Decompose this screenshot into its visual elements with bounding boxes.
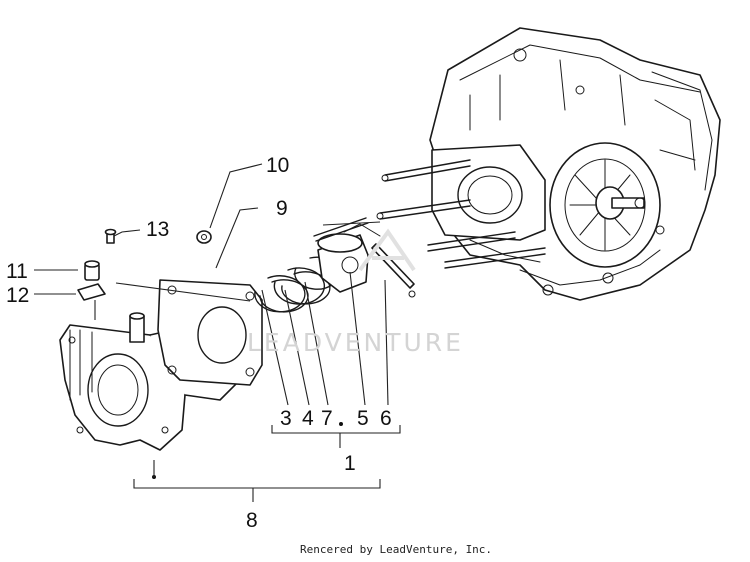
callout-11: 11 bbox=[6, 260, 28, 283]
callout-13: 13 bbox=[146, 218, 169, 241]
callout-12: 12 bbox=[6, 284, 29, 307]
callout-1: 1 bbox=[344, 452, 356, 475]
callout-3: 3 bbox=[280, 407, 292, 430]
callout-4: 4 bbox=[302, 407, 314, 430]
watermark-text: LEADVENTURE bbox=[247, 328, 464, 357]
callout-8: 8 bbox=[246, 509, 258, 532]
watermark: LEADVENTURE bbox=[247, 228, 464, 357]
callout-7: 7 bbox=[321, 407, 333, 430]
small-parts-drawing bbox=[77, 228, 212, 301]
callout-5: 5 bbox=[357, 407, 369, 430]
callout-10: 10 bbox=[266, 154, 289, 177]
crankcase-drawing bbox=[376, 27, 721, 301]
gasket-drawing bbox=[157, 279, 263, 386]
callout-9: 9 bbox=[276, 197, 288, 220]
leader-lines bbox=[34, 163, 401, 502]
credit-text: Rencered by LeadVenture, Inc. bbox=[300, 543, 492, 556]
callouts: 10 9 13 11 12 3 4 7 5 6 1 8 bbox=[6, 154, 392, 532]
callout-6: 6 bbox=[380, 407, 392, 430]
piston-drawing bbox=[313, 217, 416, 298]
